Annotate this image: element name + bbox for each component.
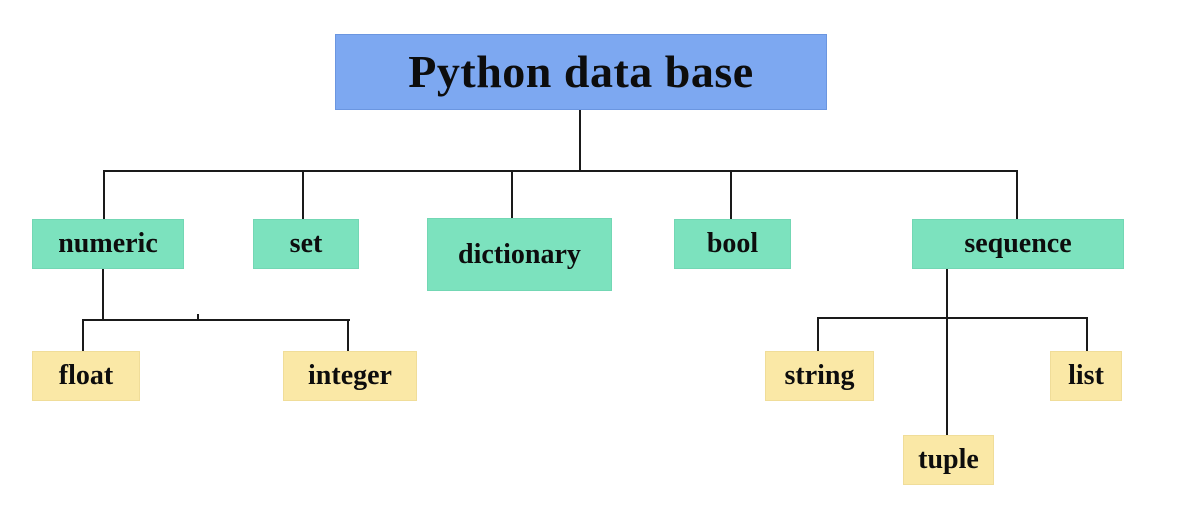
node-root: Python data base <box>335 34 827 110</box>
connector-drop-float <box>82 319 84 351</box>
connector-numeric-bus <box>82 319 350 321</box>
connector-root-stem <box>579 108 581 171</box>
connector-sequence-bus <box>817 317 1088 319</box>
node-bool: bool <box>674 219 791 269</box>
node-sequence-label: sequence <box>964 228 1072 259</box>
node-bool-label: bool <box>706 228 759 259</box>
node-list-label: list <box>1068 360 1104 391</box>
node-tuple: tuple <box>903 435 994 485</box>
node-integer: integer <box>283 351 417 401</box>
node-numeric-label: numeric <box>58 228 158 259</box>
node-set: set <box>253 219 359 269</box>
node-root-label: Python data base <box>408 46 754 97</box>
connector-numeric-bus-tick <box>197 314 199 321</box>
connector-drop-list <box>1086 317 1088 351</box>
connector-drop-integer <box>347 319 349 351</box>
node-set-label: set <box>289 228 323 259</box>
connector-drop-bool <box>730 170 732 219</box>
node-dictionary: dictionary <box>427 218 612 291</box>
node-sequence: sequence <box>912 219 1124 269</box>
node-tuple-label: tuple <box>918 444 979 475</box>
connector-main-bus <box>103 170 1018 172</box>
connector-drop-string <box>817 317 819 351</box>
node-string: string <box>765 351 874 401</box>
node-float: float <box>32 351 140 401</box>
node-numeric: numeric <box>32 219 184 269</box>
connector-drop-sequence <box>1016 170 1018 219</box>
node-float-label: float <box>58 360 114 391</box>
node-dictionary-label: dictionary <box>458 238 581 270</box>
connector-drop-set <box>302 170 304 219</box>
node-integer-label: integer <box>308 360 392 391</box>
connector-drop-numeric <box>103 170 105 219</box>
connector-sequence-stem <box>946 267 948 318</box>
connector-drop-dictionary <box>511 170 513 218</box>
connector-numeric-stem <box>102 267 104 320</box>
node-list: list <box>1050 351 1122 401</box>
connector-drop-tuple <box>946 317 948 435</box>
node-string-label: string <box>784 360 855 391</box>
